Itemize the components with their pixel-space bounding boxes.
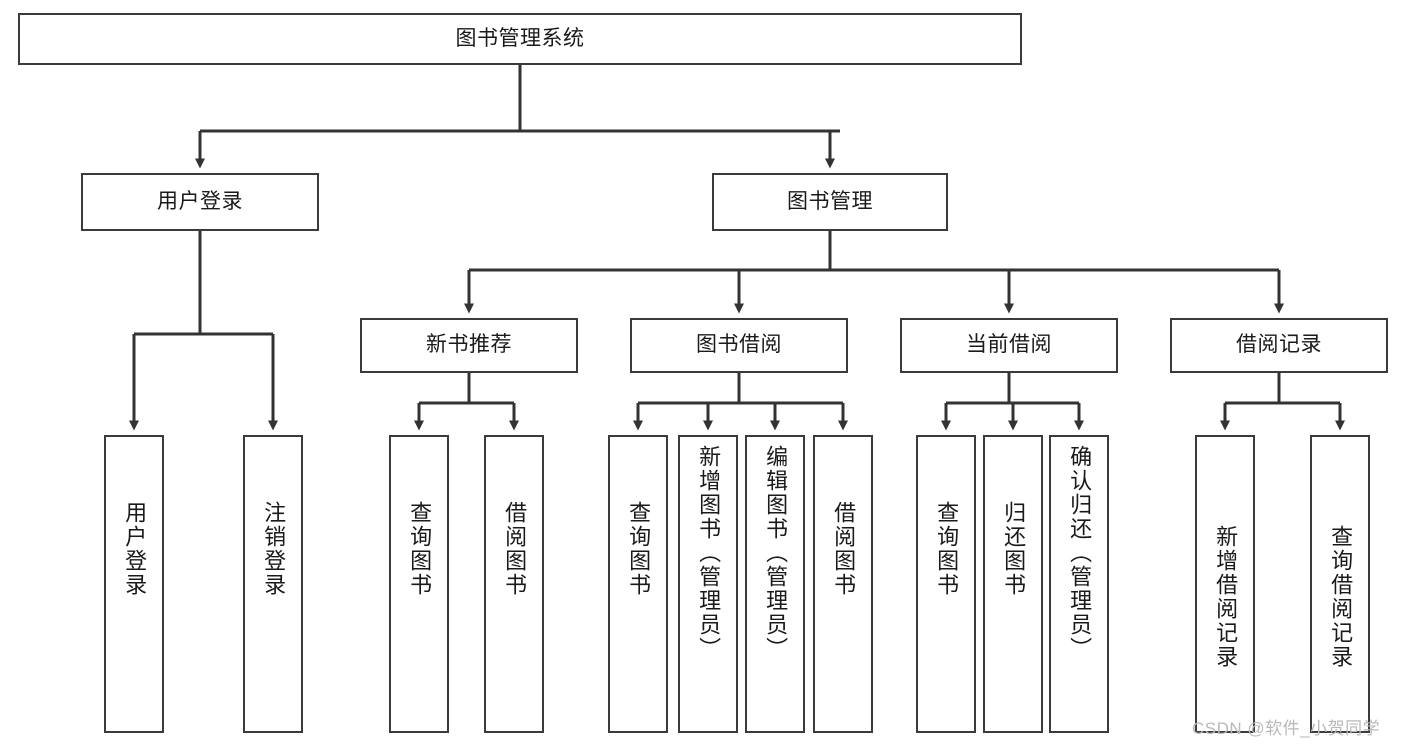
- node-leaf-edit-book[interactable]: 编辑图书（管理员）: [745, 435, 805, 733]
- node-leaf-add-borrow-record[interactable]: 新增借阅记录: [1195, 435, 1255, 733]
- node-label: 借阅图书: [831, 501, 857, 597]
- node-label: 图书管理系统: [455, 26, 585, 50]
- node-label: 查询图书: [407, 501, 433, 597]
- node-label: 归还图书: [1001, 501, 1027, 597]
- node-leaf-confirm-return[interactable]: 确认归还（管理员）: [1049, 435, 1109, 733]
- node-leaf-add-book[interactable]: 新增图书（管理员）: [678, 435, 738, 733]
- node-leaf-borrow-book[interactable]: 借阅图书: [813, 435, 873, 733]
- node-label: 查询图书: [626, 501, 652, 597]
- node-leaf-user-login[interactable]: 用户登录: [104, 435, 164, 733]
- node-label: 图书借阅: [696, 333, 782, 357]
- node-label: 借阅图书: [502, 501, 528, 597]
- node-user-login[interactable]: 用户登录: [81, 173, 319, 231]
- node-borrow-record[interactable]: 借阅记录: [1170, 318, 1388, 373]
- edge-root-to-level1: [195, 65, 840, 169]
- edge-currentborrow-to-leaves: [941, 373, 1084, 431]
- node-label: 图书管理: [787, 189, 873, 213]
- node-leaf-logout[interactable]: 注销登录: [243, 435, 303, 733]
- node-label: 用户登录: [157, 189, 243, 213]
- csdn-watermark: CSDN @软件_小贺同学: [1192, 719, 1381, 738]
- node-label: 借阅记录: [1236, 333, 1322, 357]
- node-root-system[interactable]: 图书管理系统: [18, 13, 1022, 65]
- edge-userlogin-to-leaves: [129, 231, 278, 431]
- node-leaf-query-borrow-record[interactable]: 查询借阅记录: [1310, 435, 1370, 733]
- edge-newbook-to-leaves: [414, 373, 519, 431]
- node-leaf-query-book-current[interactable]: 查询图书: [916, 435, 976, 733]
- node-label: 确认归还（管理员）: [1067, 445, 1093, 661]
- node-label: 编辑图书（管理员）: [763, 445, 789, 661]
- node-label: 用户登录: [122, 501, 148, 597]
- node-leaf-borrow-book-rec[interactable]: 借阅图书: [484, 435, 544, 733]
- node-book-borrow[interactable]: 图书借阅: [630, 318, 848, 373]
- node-label: 注销登录: [261, 501, 287, 597]
- node-label: 查询图书: [934, 501, 960, 597]
- node-new-book-recommend[interactable]: 新书推荐: [360, 318, 578, 373]
- edge-bookmgmt-to-level2: [464, 231, 1284, 314]
- node-label: 新增图书（管理员）: [696, 445, 722, 661]
- edge-borrowrecord-to-leaves: [1220, 373, 1345, 431]
- node-leaf-query-book-borrow[interactable]: 查询图书: [608, 435, 668, 733]
- node-label: 新增借阅记录: [1213, 525, 1239, 669]
- node-label: 查询借阅记录: [1328, 525, 1354, 669]
- node-current-borrow[interactable]: 当前借阅: [900, 318, 1118, 373]
- node-label: 新书推荐: [426, 333, 512, 357]
- node-book-management[interactable]: 图书管理: [712, 173, 948, 231]
- node-leaf-query-book-rec[interactable]: 查询图书: [389, 435, 449, 733]
- edge-bookborrow-to-leaves: [633, 373, 848, 431]
- node-label: 当前借阅: [966, 333, 1052, 357]
- node-leaf-return-book[interactable]: 归还图书: [983, 435, 1043, 733]
